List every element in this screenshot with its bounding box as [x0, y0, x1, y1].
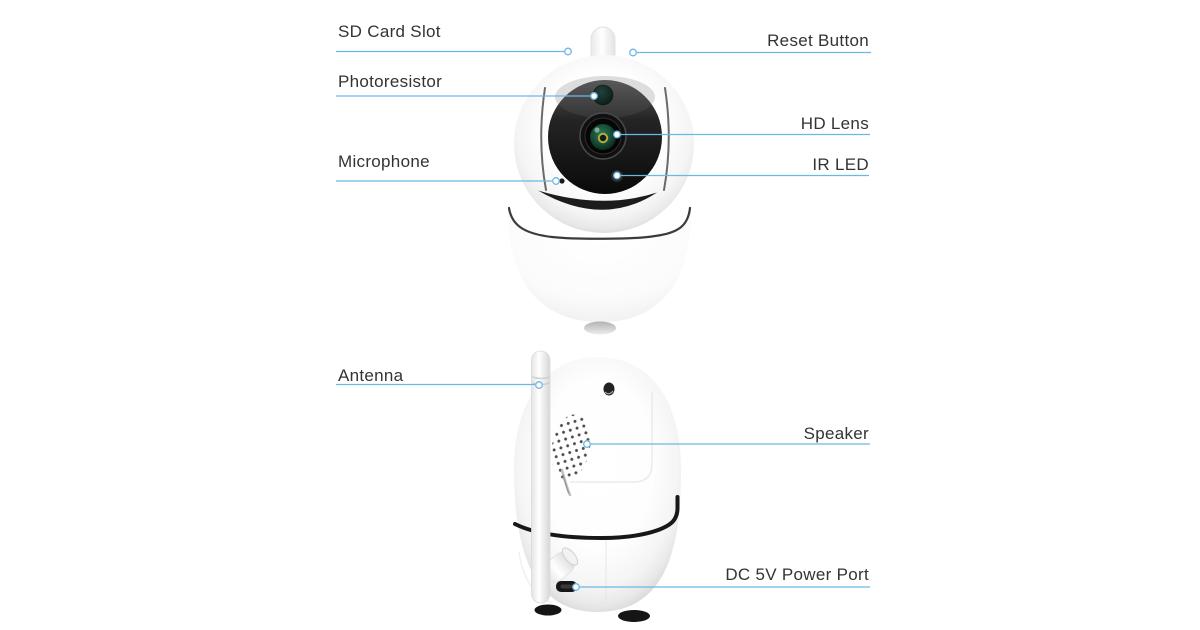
callouts: [336, 47, 871, 591]
callout-dot-hd-lens: [613, 130, 621, 139]
foot-right: [618, 610, 650, 622]
back-panel-seam: [570, 392, 653, 483]
foot-left: [534, 604, 562, 616]
head-gap-shadow: [538, 190, 657, 210]
camera-back-body: [514, 357, 681, 612]
base-bottom-nub: [584, 321, 616, 335]
callout-dot-reset-button: [629, 48, 637, 57]
back-view-camera: [513, 350, 681, 622]
label-sd-card-slot: SD Card Slot: [338, 22, 441, 41]
microphone-hole: [559, 178, 565, 184]
face-seam-left: [540, 87, 547, 191]
front-view-camera: [507, 26, 694, 335]
label-reset-button: Reset Button: [767, 31, 869, 50]
speaker-groove: [562, 474, 570, 494]
label-speaker: Speaker: [803, 424, 869, 443]
label-photoresistor: Photoresistor: [338, 72, 443, 91]
label-microphone: Microphone: [338, 152, 430, 171]
face-seam-right: [663, 87, 670, 191]
power-port-slot: [560, 584, 573, 589]
label-hd-lens: HD Lens: [800, 114, 869, 133]
callout-dot-ir-led: [613, 171, 621, 180]
speaker-grille: [551, 414, 591, 480]
callout-dot-photoresistor: [590, 92, 598, 100]
callout-dot-dc-power: [572, 583, 580, 591]
label-dc-power-port: DC 5V Power Port: [725, 565, 869, 584]
label-antenna: Antenna: [338, 366, 404, 385]
base-seam-line: [507, 206, 692, 240]
camera-base: [507, 204, 692, 322]
screw-hole-highlight: [604, 390, 614, 395]
label-ir-led: IR LED: [812, 155, 869, 174]
callout-dot-antenna: [535, 381, 543, 389]
callout-dot-microphone: [552, 177, 560, 185]
bottom-panel-seam: [580, 540, 607, 606]
callout-dot-speaker: [583, 440, 591, 448]
lens-iris: [597, 132, 609, 144]
lens-highlight: [594, 127, 600, 133]
antenna-rod: [531, 350, 551, 604]
callout-dot-sd-card-slot: [564, 47, 572, 56]
antenna-elbow: [543, 547, 579, 583]
